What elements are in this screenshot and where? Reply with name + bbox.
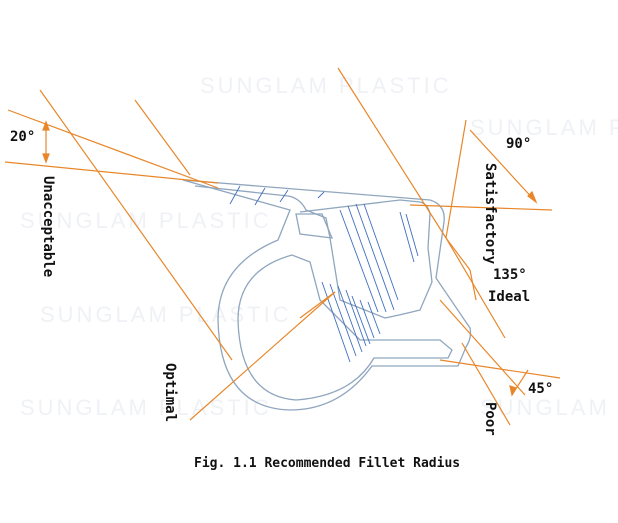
guide-satisfactory-a	[337, 67, 447, 239]
dim-90-arrow	[527, 190, 538, 204]
hatch-line	[359, 299, 375, 339]
hatch-line	[317, 191, 325, 199]
hatch-line	[279, 189, 289, 203]
label-poor: Poor	[482, 402, 498, 436]
hatch-line	[347, 205, 387, 313]
guide-satisfactory-c	[409, 204, 553, 211]
profile-inner-contour	[194, 185, 433, 319]
dim-20-arrow	[42, 120, 50, 131]
hatch-line	[399, 211, 415, 263]
hatch-line	[229, 185, 241, 205]
hatch-line	[329, 283, 357, 357]
hatch-line	[321, 281, 351, 363]
label-optimal: Optimal	[162, 363, 178, 422]
label-angle-135: 135°	[493, 267, 527, 283]
hatch-line	[351, 295, 371, 345]
hatch-line	[355, 203, 395, 311]
figure-caption: Fig. 1.1 Recommended Fillet Radius	[194, 456, 460, 471]
profile-outer-contour	[182, 179, 472, 411]
dimension-marks	[42, 120, 538, 397]
guide-90-arc	[469, 129, 537, 203]
angle-guides	[4, 67, 561, 426]
guide-poor-a	[439, 299, 526, 396]
dim-45-arrow	[509, 385, 517, 397]
watermark-text: SUNGLAM PLASTIC	[480, 395, 618, 420]
watermark-text: SUNGLAM PLASTIC	[470, 115, 618, 140]
watermark-text: SUNGLAM PLASTIC	[40, 302, 292, 327]
watermark-text: SUNGLAM PLASTIC	[200, 73, 452, 98]
hatch-line	[337, 285, 363, 353]
hatch-line	[367, 301, 381, 335]
dim-135-line	[445, 237, 471, 271]
hatch-line	[339, 209, 379, 313]
hatch-line	[405, 213, 419, 257]
dim-20-arrow	[42, 153, 50, 164]
watermark-text: SUNGLAM PLASTIC	[20, 395, 272, 420]
guide-unacceptable-upper	[7, 109, 219, 189]
guide-optimal-a	[39, 89, 233, 361]
guide-optimal-d	[299, 291, 336, 319]
label-angle-20: 20°	[10, 129, 35, 145]
dim-135-line-b	[469, 269, 477, 301]
label-angle-45: 45°	[528, 381, 553, 397]
guide-optimal-c	[189, 291, 336, 421]
guide-ideal-a	[445, 237, 506, 339]
section-hatching	[229, 185, 419, 363]
profile-inner-bulb	[237, 254, 453, 401]
label-satisfactory: Satisfactory	[482, 163, 498, 265]
guide-poor-b	[439, 359, 561, 379]
watermark: SUNGLAM PLASTIC SUNGLAM PLASTIC SUNGLAM …	[20, 73, 618, 420]
hatch-line	[363, 203, 399, 301]
label-angle-90: 90°	[506, 136, 531, 152]
guide-optimal-b	[134, 99, 191, 176]
label-unacceptable: Unacceptable	[40, 176, 56, 277]
hatch-line	[345, 289, 367, 347]
profile-slot	[295, 213, 334, 239]
guide-poor-c	[461, 342, 511, 426]
label-ideal: Ideal	[488, 289, 530, 305]
hatch-line	[254, 187, 266, 206]
watermark-text: SUNGLAM PLASTIC	[20, 208, 272, 233]
guide-satisfactory-b	[445, 119, 467, 239]
guide-unacceptable-lower	[4, 161, 219, 184]
